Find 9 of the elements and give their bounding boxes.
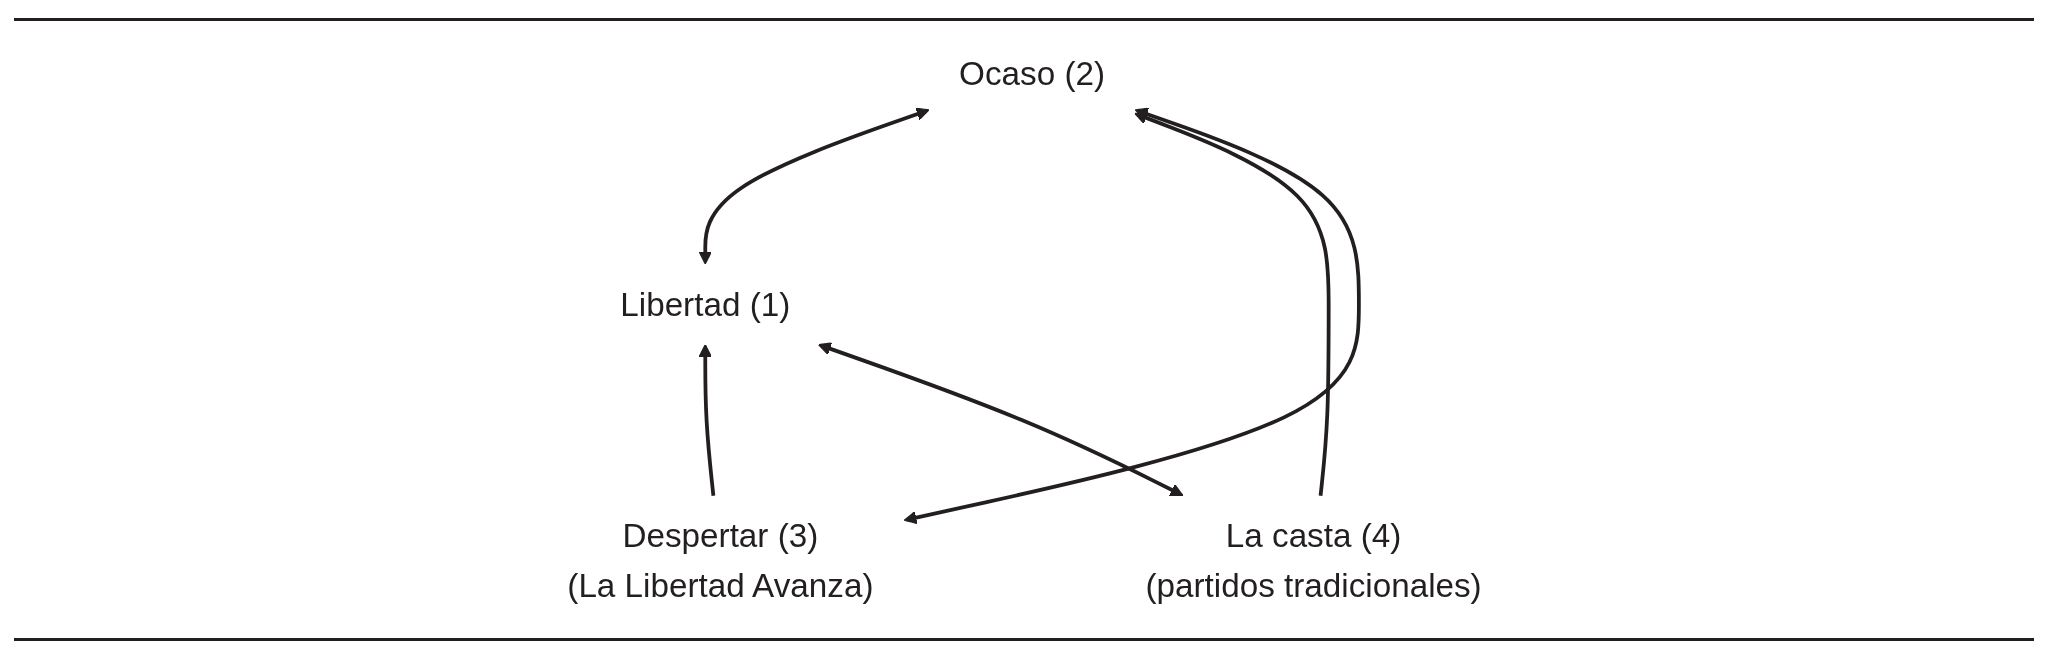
arrow — [1133, 111, 1331, 496]
text-label: Despertar (3) (La Libertad Avanza) — [566, 516, 873, 605]
arrow — [817, 342, 1183, 497]
arrow — [698, 344, 715, 496]
text-label: Ocaso (2) — [958, 54, 1105, 93]
arrow — [698, 107, 929, 265]
text-label: Libertad (1) — [619, 285, 790, 324]
arrow — [903, 107, 1361, 525]
text-label: La casta (4) (partidos tradicionales) — [1144, 516, 1482, 605]
